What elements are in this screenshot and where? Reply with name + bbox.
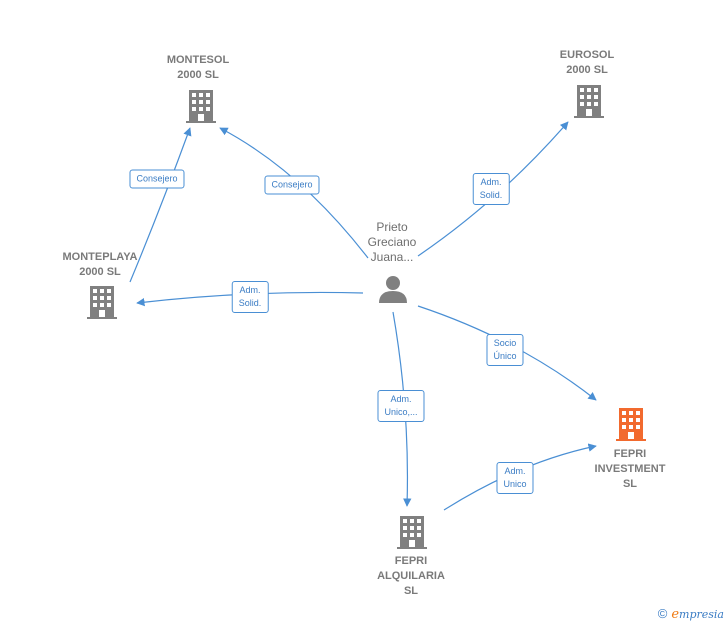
edge-label-text: Adm. [390, 394, 412, 404]
node-montesol-name: MONTESOL [166, 54, 230, 66]
edge-label-text: Consejero [271, 179, 313, 190]
node-fepri-alquilaria-label: FEPRI ALQUILARIA SL [377, 554, 445, 599]
edge-label-text: Unico,... [384, 407, 418, 417]
edge-label-text: Solid. [479, 190, 503, 200]
brand-logo-initial: e [671, 607, 680, 622]
building-icon [186, 90, 216, 123]
node-eurosol-suffix: 2000 SL [566, 64, 608, 76]
edge-label-person-eurosol: Adm. Solid. [472, 173, 510, 205]
node-person-label: Prieto Greciano Juana... [368, 220, 417, 265]
building-icon [87, 286, 117, 319]
edge-label-text: Unico [503, 479, 527, 489]
edge-label-alquilaria-investment: Adm. Unico [496, 462, 534, 494]
node-fepri-investment-label: FEPRI INVESTMENT SL [595, 447, 666, 492]
building-icon [616, 408, 646, 441]
person-icon [379, 276, 407, 303]
edge-label-person-monteplaya: Adm. Solid. [231, 281, 269, 313]
node-montesol-label: MONTESOL 2000 SL [167, 53, 229, 83]
edge-label-text: Adm. [239, 285, 261, 295]
node-fepri-investment-line2: INVESTMENT [594, 463, 666, 475]
node-person-line2: Greciano [367, 235, 417, 249]
edge-label-text: Adm. [480, 177, 502, 187]
node-monteplaya-label: MONTEPLAYA 2000 SL [63, 250, 138, 280]
node-monteplaya-suffix: 2000 SL [79, 266, 121, 278]
copyright-icon: © [657, 606, 668, 621]
edge-label-text: Solid. [238, 298, 262, 308]
edge-label-text: Único [493, 351, 517, 361]
edge-label-text: Socio [493, 338, 517, 348]
edge-label-person-fepri-investment: Socio Único [486, 334, 524, 366]
node-fepri-alquilaria-line3: SL [403, 585, 419, 597]
node-fepri-investment-line3: SL [622, 478, 638, 490]
footer-credit: ©empresia [658, 606, 724, 622]
building-icon [397, 516, 427, 549]
edge-label-person-montesol: Consejero [264, 175, 320, 195]
node-eurosol-name: EUROSOL [559, 49, 615, 61]
edge-label-text: Consejero [136, 173, 178, 184]
edge-label-person-fepri-alquilaria: Adm. Unico,... [377, 390, 425, 422]
edge-label-text: Adm. [504, 466, 526, 476]
node-person-line3: Juana... [370, 250, 414, 264]
node-monteplaya-name: MONTEPLAYA [62, 251, 138, 263]
node-person-line1: Prieto [376, 220, 408, 234]
brand-logo-text[interactable]: mpresia [679, 608, 724, 621]
node-eurosol-label: EUROSOL 2000 SL [560, 48, 614, 78]
edge-monteplaya-montesol [129, 127, 192, 283]
node-fepri-alquilaria-line2: ALQUILARIA [377, 570, 445, 582]
node-montesol-suffix: 2000 SL [177, 69, 219, 81]
edge-label-monteplaya-montesol: Consejero [129, 169, 185, 189]
node-fepri-investment-line1: FEPRI [613, 448, 647, 460]
node-fepri-alquilaria-line1: FEPRI [394, 555, 428, 567]
building-icon [574, 85, 604, 118]
